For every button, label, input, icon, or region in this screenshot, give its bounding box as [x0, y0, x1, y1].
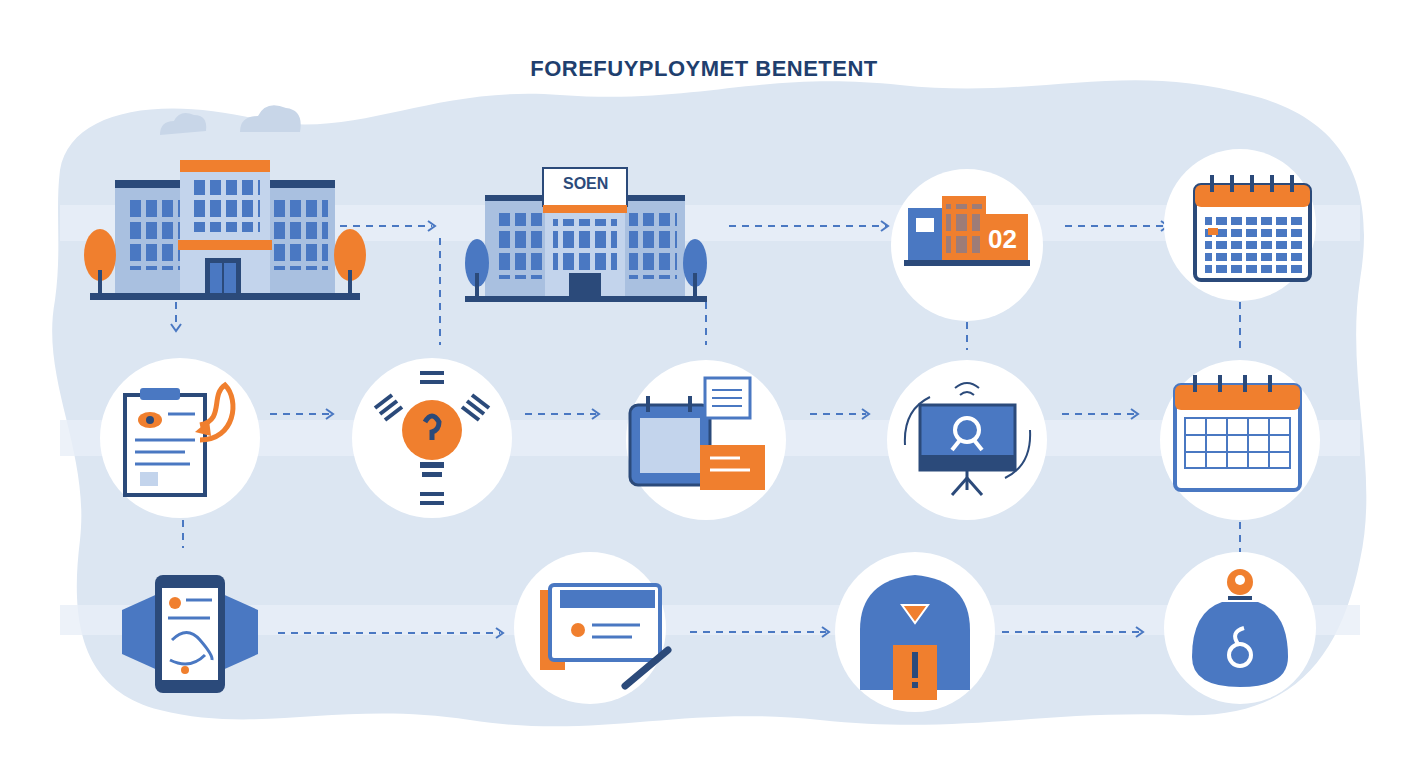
dashed-arrow: [729, 221, 888, 231]
schedule-icon: [630, 378, 765, 490]
icon-circle-node: 02: [890, 168, 1044, 322]
node-shape: [890, 168, 1044, 322]
document-icon: [125, 385, 233, 495]
calendar-icon: [1195, 175, 1310, 280]
idea-icon: [375, 373, 489, 503]
monitor-icon: [905, 383, 1030, 495]
phone-icon: [122, 575, 258, 693]
money-bag-icon: [1192, 569, 1288, 687]
dashed-arrow: [176, 226, 1240, 633]
icon-circle: [100, 149, 1320, 712]
building-node: SOEN: [465, 163, 707, 303]
building-icon: [84, 160, 366, 300]
calendar-icon: [1175, 375, 1300, 490]
diagram-title: FOREFUYPLOYMET BENETENT: [0, 56, 1408, 82]
form-icon: [540, 585, 668, 686]
sign-text: SOEN: [563, 175, 608, 193]
icon-number: 02: [988, 224, 1017, 255]
alert-icon: [860, 575, 970, 700]
